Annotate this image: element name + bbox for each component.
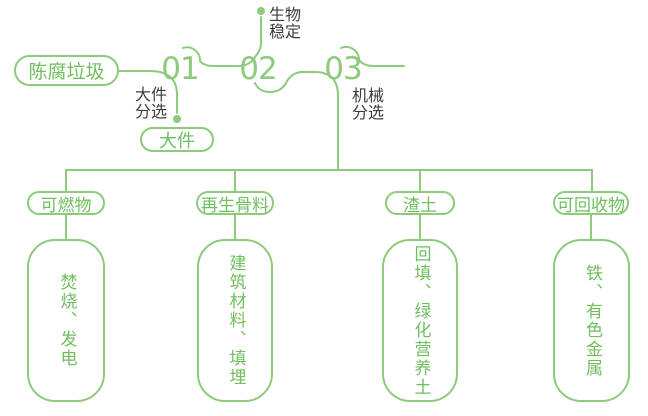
category-node-residue-soil: 渣土 xyxy=(385,191,455,216)
branch-rail xyxy=(65,169,593,193)
result-box-backfill-nutrient-soil: 回填、绿化营养土 xyxy=(382,239,458,402)
category-node-recycled-aggregate: 再生骨料 xyxy=(196,191,274,216)
step-number-02: 02 xyxy=(239,51,277,87)
step-label-bio-stabilization: 生物稳定 xyxy=(269,5,302,41)
biostable-endpoint-dot xyxy=(257,7,265,15)
edge-step02-to-step03 xyxy=(254,71,339,171)
category-label-recyclables: 可回收物 xyxy=(557,195,625,216)
step-label-mechanical-sorting: 机械分选 xyxy=(352,86,385,122)
pill-box-connectors xyxy=(65,214,592,240)
edge-root-to-step01 xyxy=(118,70,178,114)
step-number-01: 01 xyxy=(161,51,199,87)
result-box-building-materials-landfill: 建筑材料、填埋 xyxy=(197,239,273,402)
dajian-endpoint-dot xyxy=(173,115,181,123)
result-text-iron-nonferrous-metals: 铁、有色金属 xyxy=(582,263,602,378)
output-node-bulky-items: 大件 xyxy=(140,127,214,152)
result-text-backfill-nutrient-soil: 回填、绿化营养土 xyxy=(410,244,431,397)
result-text-building-materials-landfill: 建筑材料、填埋 xyxy=(225,254,246,387)
result-box-iron-nonferrous-metals: 铁、有色金属 xyxy=(553,239,630,402)
category-label-recycled-aggregate: 再生骨料 xyxy=(201,195,269,216)
root-node-aged-refuse: 陈腐垃圾 xyxy=(14,55,119,86)
category-label-residue-soil: 渣土 xyxy=(403,195,437,216)
edge-step03-tail xyxy=(340,46,405,67)
category-node-recyclables: 可回收物 xyxy=(553,191,629,216)
category-label-combustibles: 可燃物 xyxy=(40,195,92,216)
edge-step01-to-step02 xyxy=(182,16,262,67)
step-label-bulky-sorting: 大件分选 xyxy=(135,85,168,121)
step-number-03: 03 xyxy=(324,51,362,87)
category-node-combustibles: 可燃物 xyxy=(27,191,105,216)
result-text-incineration-power: 焚烧、发电 xyxy=(56,273,77,368)
output-node-bulky-label: 大件 xyxy=(159,130,195,152)
root-node-label: 陈腐垃圾 xyxy=(28,61,105,83)
result-box-incineration-power: 焚烧、发电 xyxy=(27,239,105,402)
